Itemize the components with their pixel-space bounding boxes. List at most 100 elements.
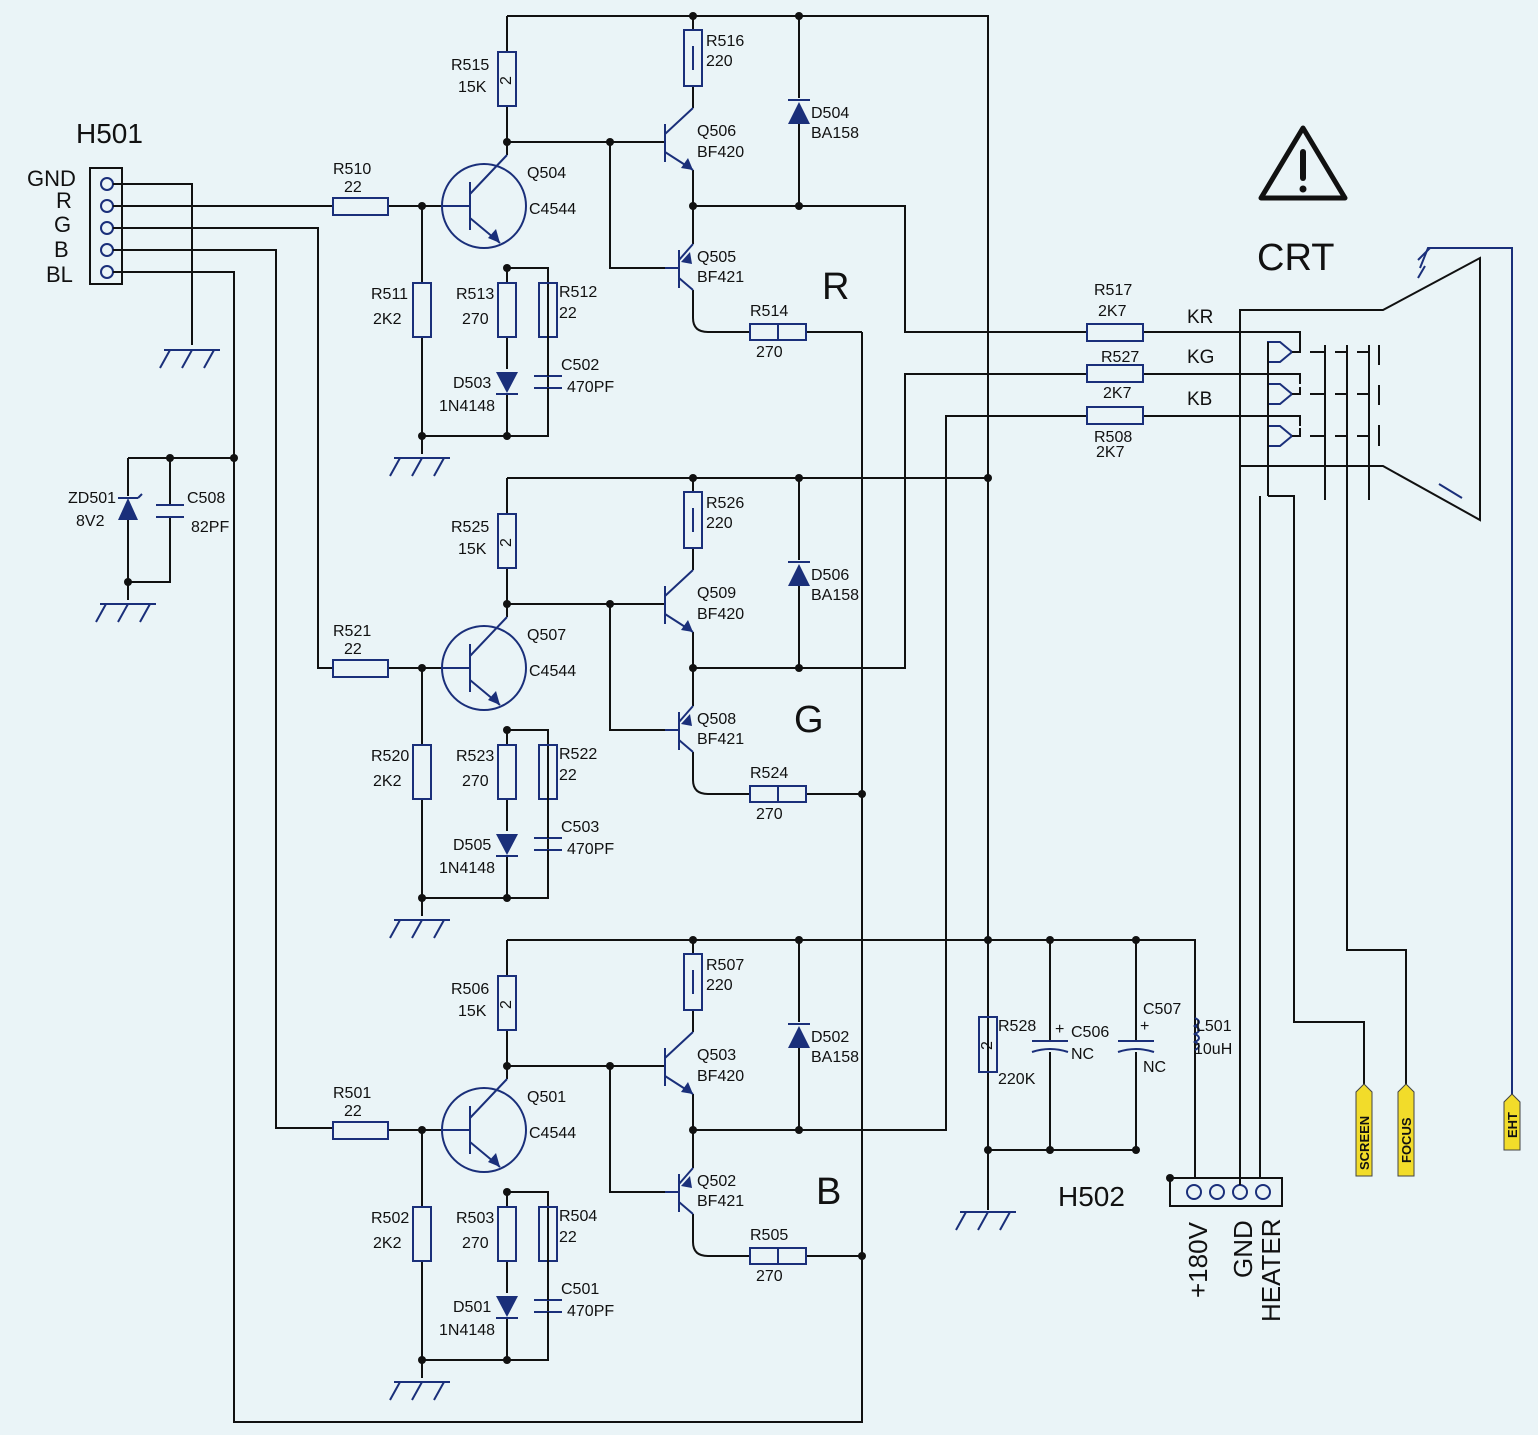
r503-ref: R503 <box>456 1210 494 1227</box>
diode-d501 <box>496 1296 518 1319</box>
r515-ref: R515 <box>451 57 489 74</box>
q503-value: BF420 <box>697 1068 744 1085</box>
c508-value: 82PF <box>191 519 229 536</box>
r517-value: 2K7 <box>1098 303 1127 320</box>
supply-decoupling: 2 R528 220K + C506 NC + C507 NC L501 10u… <box>978 474 1232 1182</box>
q506-ref: Q506 <box>697 123 736 140</box>
r521-ref: R521 <box>333 623 371 640</box>
d506-value: BA158 <box>811 587 859 604</box>
supply-rails <box>507 15 1196 1231</box>
resistor-r501 <box>332 1121 389 1140</box>
r526-ref: R526 <box>706 495 744 512</box>
pin-bl: BL <box>46 262 73 287</box>
r511-ref: R511 <box>371 286 408 303</box>
c507-polarity: + <box>1140 1018 1149 1035</box>
channel-b-title: B <box>816 1171 841 1213</box>
l501-ref: L501 <box>1196 1018 1232 1035</box>
resistor-r503 <box>497 1206 517 1262</box>
q506-value: BF420 <box>697 144 744 161</box>
blanking-clamp: ZD501 8V2 C508 82PF <box>68 454 238 623</box>
crt-label: CRT <box>1257 237 1334 279</box>
r513-ref: R513 <box>456 286 494 303</box>
resistor-r506 <box>497 975 517 1031</box>
r514-ref: R514 <box>750 303 788 320</box>
r512-value: 22 <box>559 305 577 322</box>
r510-value: 22 <box>344 179 362 196</box>
capacitor-c506 <box>1031 1040 1069 1053</box>
resistor-r526 <box>683 491 703 549</box>
crt-tags: SCREEN FOCUS EHT <box>1355 1083 1521 1177</box>
tag-eht: EHT <box>1503 1093 1521 1151</box>
h502-label: H502 <box>1058 1181 1125 1212</box>
warning-icon <box>1258 125 1348 201</box>
resistor-r523 <box>497 744 517 800</box>
resistor-r525 <box>497 513 517 569</box>
r506-ref: R506 <box>451 981 489 998</box>
r513-value: 270 <box>462 311 489 328</box>
c501-ref: C501 <box>561 1281 599 1298</box>
r523-value: 270 <box>462 773 489 790</box>
r505-value: 270 <box>756 1268 783 1285</box>
r525-ref: R525 <box>451 519 489 536</box>
c507-value: NC <box>1143 1059 1166 1076</box>
q504-ref: Q504 <box>527 165 566 182</box>
r515-value: 15K <box>458 79 487 96</box>
kb-label: KB <box>1187 389 1212 410</box>
r527-value: 2K7 <box>1103 385 1132 402</box>
cathode-resistors: R517 2K7 R527 2K7 R508 2K7 KR KG KB <box>1086 282 1214 461</box>
r506-value: 15K <box>458 1003 487 1020</box>
q509-ref: Q509 <box>697 585 736 602</box>
resistor-r502 <box>412 1206 432 1262</box>
crt-tube: CRT <box>1239 125 1513 1178</box>
resistor-r508 <box>1086 406 1144 425</box>
resistor-r507 <box>683 953 703 1011</box>
resistor-r516 <box>683 29 703 87</box>
r507-ref: R507 <box>706 957 744 974</box>
r517-ref: R517 <box>1094 282 1132 299</box>
r503-value: 270 <box>462 1235 489 1252</box>
resistor-r510 <box>332 197 389 216</box>
zener-zd501 <box>118 493 143 520</box>
pin-h502-gnd: GND <box>1228 1220 1258 1278</box>
transistor-q508 <box>665 705 694 753</box>
r511-value: 2K2 <box>373 311 402 328</box>
r525-mark: 2 <box>498 538 515 547</box>
l501-value: 10uH <box>1194 1041 1232 1058</box>
transistor-q507 <box>441 616 527 711</box>
crt-grids <box>1310 345 1380 500</box>
c508-ref: C508 <box>187 490 225 507</box>
tag-screen: SCREEN <box>1355 1083 1373 1177</box>
inductor-l501 <box>1192 1017 1200 1051</box>
q503-ref: Q503 <box>697 1047 736 1064</box>
pin-b: B <box>54 237 69 262</box>
d504-ref: D504 <box>811 105 849 122</box>
q505-value: BF421 <box>697 269 744 286</box>
pin-r: R <box>56 188 72 213</box>
focus-label: FOCUS <box>1399 1117 1414 1163</box>
pin-g: G <box>54 212 71 237</box>
r510-ref: R510 <box>333 161 371 178</box>
diode-d502 <box>788 1023 810 1048</box>
c503-ref: C503 <box>561 819 599 836</box>
d503-value: 1N4148 <box>439 398 495 415</box>
r507-value: 220 <box>706 977 733 994</box>
resistor-r528 <box>978 1016 998 1073</box>
r514-value: 270 <box>756 344 783 361</box>
connector-h501: H501 GND R G B BL <box>27 118 863 1423</box>
r528-mark: 2 <box>979 1041 996 1050</box>
r521-value: 22 <box>344 641 362 658</box>
c503-value: 470PF <box>567 841 614 858</box>
r527-ref: R527 <box>1101 349 1139 366</box>
h501-label: H501 <box>76 118 143 149</box>
c506-ref: C506 <box>1071 1024 1109 1041</box>
resistor-r521 <box>332 659 389 678</box>
pin-180v: +180V <box>1183 1221 1213 1298</box>
tag-focus: FOCUS <box>1397 1083 1415 1177</box>
resistor-r511 <box>412 282 432 338</box>
r508-value: 2K7 <box>1096 444 1125 461</box>
transistor-q509 <box>664 569 694 633</box>
eht-label: EHT <box>1505 1112 1520 1138</box>
d505-value: 1N4148 <box>439 860 495 877</box>
r520-value: 2K2 <box>373 773 402 790</box>
c506-value: NC <box>1071 1046 1094 1063</box>
